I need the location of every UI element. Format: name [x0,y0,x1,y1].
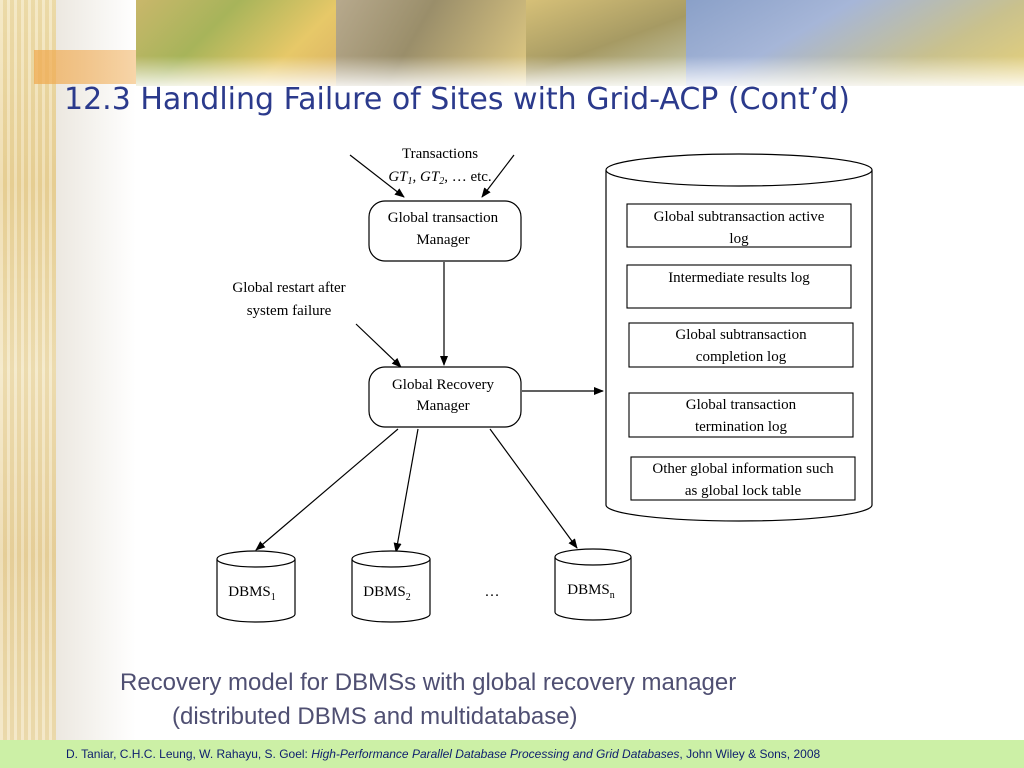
transactions-list: GT1, GT2, … etc. [388,169,491,187]
figure-caption: Recovery model for DBMSs with global rec… [120,666,736,734]
log-entry-label: log [729,231,749,247]
left-texture-strip [0,0,56,740]
log-entry-box [626,264,852,309]
footer-citation: D. Taniar, C.H.C. Leung, W. Rahayu, S. G… [66,740,820,768]
footer-publisher: , John Wiley & Sons, 2008 [679,747,821,761]
recovery-to-dbms-arrow [489,428,578,549]
dbms-label: DBMS2 [363,584,411,603]
top-decorative-banner [136,0,1024,86]
dbms-cylinder [554,548,632,621]
log-entry-label: Intermediate results log [668,270,810,286]
log-entry-box [628,322,854,368]
footer-citation-bar: D. Taniar, C.H.C. Leung, W. Rahayu, S. G… [0,740,1024,768]
log-entry-label: Global subtransaction [675,327,807,343]
log-entry-box [626,203,852,248]
dbms-label: DBMS1 [228,584,276,603]
global-recovery-manager-box [368,366,522,428]
global-restart-label: system failure [247,303,332,319]
log-entry-label: termination log [695,419,788,435]
recovery-to-dbms-arrow [255,428,399,551]
dbms-label: DBMSn [567,582,615,601]
dbms-cylinder [216,550,296,623]
log-entry-label: Other global information such [652,461,834,477]
slide-title: 12.3 Handling Failure of Sites with Grid… [64,82,850,117]
left-shadow-fade [56,0,136,740]
footer-book-title: High-Performance Parallel Database Proce… [311,747,680,761]
restart-arrow [355,323,402,368]
global-transaction-manager-label: Global transaction [388,210,499,226]
caption-line: (distributed DBMS and multidatabase) [172,703,578,730]
log-entry-label: as global lock table [685,483,802,499]
global-transaction-manager-box [368,200,522,262]
caption-line: Recovery model for DBMSs with global rec… [120,669,737,696]
transaction-arrow-left [349,154,405,198]
dbms-cylinder [351,550,431,623]
log-entry-label: Global transaction [686,397,797,413]
log-entry-box [628,392,854,438]
log-entry-label: Global subtransaction active [654,209,825,225]
global-recovery-manager-label: Manager [416,398,469,414]
transactions-label: Transactions [402,146,478,162]
dbms-ellipsis: … [485,584,500,600]
log-entry-label: completion log [696,349,787,365]
footer-authors: D. Taniar, C.H.C. Leung, W. Rahayu, S. G… [66,747,312,761]
transaction-arrow-right [481,154,515,198]
global-restart-label: Global restart after [232,280,345,296]
recovery-to-dbms-arrow [393,428,419,553]
global-transaction-manager-label: Manager [416,232,469,248]
log-entry-box [630,456,856,501]
global-recovery-manager-label: Global Recovery [392,377,495,393]
